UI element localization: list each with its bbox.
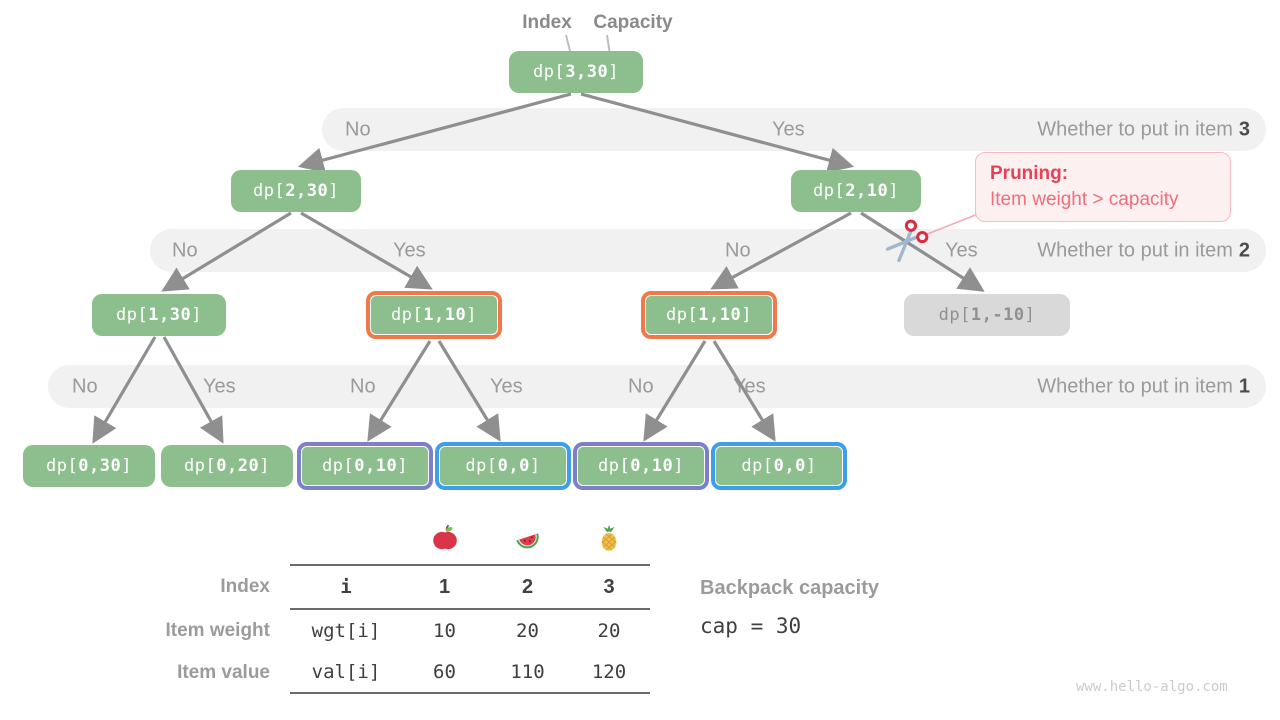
fruit-row bbox=[155, 512, 650, 564]
edge bbox=[710, 211, 852, 290]
dp-node: dp[1,30] bbox=[92, 294, 226, 336]
item-index: 1 bbox=[438, 575, 451, 598]
row-label-weight: Item weight bbox=[165, 620, 270, 641]
value-value: 60 bbox=[433, 661, 456, 683]
items-table: Index i 1 2 3 Item weight wgt[i] 10 20 2… bbox=[155, 512, 650, 694]
branch-label-yes: Yes bbox=[203, 375, 236, 397]
dp-node-overlap-purple: dp[0,10] bbox=[297, 442, 433, 490]
dp-node: dp[0,30] bbox=[23, 445, 155, 487]
apple-icon bbox=[402, 524, 487, 552]
capacity-info-code: cap = 30 bbox=[700, 614, 802, 638]
pruning-callout: Pruning: Item weight > capacity bbox=[975, 152, 1231, 222]
weight-row: Item weight wgt[i] 10 20 20 bbox=[155, 610, 650, 652]
edge-root-yes bbox=[580, 92, 855, 173]
value-row: Item value val[i] 60 110 120 bbox=[155, 652, 650, 694]
row-label-value: Item value bbox=[177, 662, 270, 683]
dp-node: dp[2,30] bbox=[231, 170, 361, 212]
watermelon-icon bbox=[487, 524, 568, 552]
branch-label-yes: Yes bbox=[490, 375, 523, 397]
edge bbox=[300, 211, 433, 290]
branch-label-yes: Yes bbox=[772, 118, 805, 140]
branch-label-no: No bbox=[350, 375, 376, 397]
edge bbox=[367, 340, 432, 442]
dp-node-pruned: dp[1,-10] bbox=[904, 294, 1070, 336]
value-var: val[i] bbox=[311, 661, 381, 683]
branch-label-no: No bbox=[345, 118, 371, 140]
edge-pruned bbox=[860, 211, 985, 292]
branch-label-no: No bbox=[72, 375, 98, 397]
value-value: 110 bbox=[510, 661, 545, 683]
weight-var: wgt[i] bbox=[311, 620, 381, 642]
edge-root-no bbox=[297, 92, 572, 173]
dp-node-root: dp[3,30] bbox=[509, 51, 643, 93]
pruning-callout-line bbox=[924, 213, 979, 236]
row-label-index: Index bbox=[220, 576, 270, 597]
dp-node-overlap-orange: dp[1,10] bbox=[366, 291, 502, 339]
branch-label-yes: Yes bbox=[945, 239, 978, 261]
capacity-info-label: Backpack capacity bbox=[700, 577, 880, 599]
edge bbox=[162, 336, 224, 444]
branch-label-yes: Yes bbox=[733, 375, 766, 397]
edge bbox=[92, 336, 157, 444]
value-value: 120 bbox=[591, 661, 627, 683]
branch-label-no: No bbox=[725, 239, 751, 261]
weight-value: 10 bbox=[433, 620, 456, 642]
dp-node-overlap-orange: dp[1,10] bbox=[641, 291, 777, 339]
index-var: i bbox=[340, 576, 352, 598]
dp-node: dp[0,20] bbox=[161, 445, 293, 487]
pineapple-icon bbox=[568, 524, 650, 552]
item-index: 3 bbox=[603, 575, 615, 598]
edge bbox=[643, 340, 707, 442]
edge bbox=[161, 211, 292, 292]
dp-node-overlap-blue: dp[0,0] bbox=[711, 442, 847, 490]
pruning-title: Pruning: bbox=[990, 163, 1069, 184]
capacity-info: Backpack capacity cap = 30 bbox=[700, 577, 879, 638]
scissors-icon bbox=[885, 219, 929, 263]
branch-label-no: No bbox=[172, 239, 198, 261]
index-label: Index bbox=[522, 12, 572, 33]
dp-node: dp[2,10] bbox=[791, 170, 921, 212]
branch-label-yes: Yes bbox=[393, 239, 426, 261]
index-row: Index i 1 2 3 bbox=[155, 564, 650, 610]
weight-value: 20 bbox=[597, 620, 621, 642]
edge bbox=[712, 340, 776, 442]
capacity-label: Capacity bbox=[593, 12, 673, 33]
item-index: 2 bbox=[521, 575, 534, 598]
decision-band-item-1: No Yes No Yes No Yes Whether to put in i… bbox=[48, 365, 1266, 408]
weight-value: 20 bbox=[516, 620, 539, 642]
pruning-body: Item weight > capacity bbox=[990, 189, 1179, 210]
branch-label-no: No bbox=[628, 375, 654, 397]
dp-node-overlap-purple: dp[0,10] bbox=[573, 442, 709, 490]
edge bbox=[437, 340, 501, 442]
dp-node-overlap-blue: dp[0,0] bbox=[435, 442, 571, 490]
watermark: www.hello-algo.com bbox=[1076, 679, 1228, 695]
